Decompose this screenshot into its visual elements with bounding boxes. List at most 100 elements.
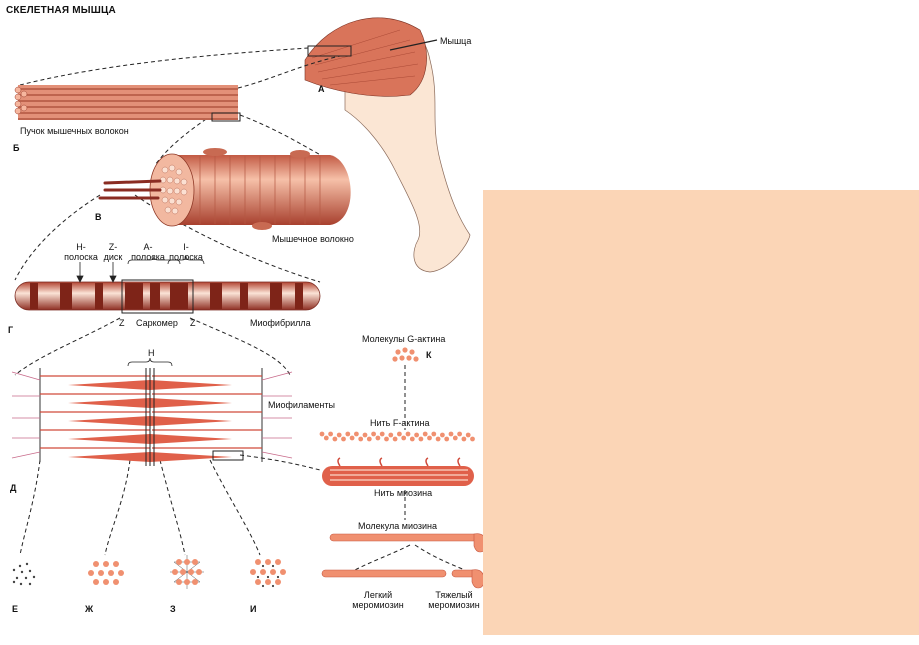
myofibril [14, 255, 321, 314]
figure-title: СКЕЛЕТНАЯ МЫШЦА [6, 5, 116, 16]
f-actin-bead [384, 436, 389, 442]
myosin-filament-label: Нить миозина [374, 488, 433, 498]
light-meromyosin-piece [321, 569, 447, 578]
f-actin-bead [397, 431, 402, 437]
f-actin-bead [392, 436, 398, 442]
f-actin-bead [457, 431, 462, 437]
heavy-meromyosin-piece [451, 569, 485, 589]
f-actin-bead [371, 431, 376, 437]
cross-section-z [170, 555, 204, 589]
muscle-fiber-bundle [14, 85, 241, 122]
muscle-label: Мышца [440, 36, 472, 46]
myosin-highlight-box [212, 450, 244, 461]
fiber-label: Мышечное волокно [272, 234, 354, 244]
a-band-label: А- полоска [128, 242, 168, 262]
myofilaments-label: Миофиламенты [268, 400, 335, 410]
label-letter-zh: Ж [85, 604, 94, 614]
h-band-label-line2: полоска [64, 252, 98, 262]
peach-panel [483, 190, 919, 635]
f-actin-bead [431, 431, 437, 437]
label-letter-d: Д [10, 483, 17, 493]
myosin-molecule [329, 533, 487, 553]
f-actin-bead [328, 431, 333, 437]
f-actin-bead [435, 436, 441, 442]
f-actin-bead [418, 436, 424, 442]
f-actin-bead [323, 435, 329, 441]
a-band-label-line2: полоска [131, 252, 165, 262]
label-letter-a: А [318, 84, 325, 94]
i-band-label: I- полоска [166, 242, 206, 262]
label-letter-e: Е [12, 604, 19, 614]
light-meromyosin-label: Легкий меромиозин [348, 590, 408, 610]
f-actin-label: Нить F-актина [370, 418, 430, 428]
z-disc-label-line1: Z- [108, 242, 118, 252]
label-letter-v: В [95, 212, 102, 222]
bundle-label: Пучок мышечных волокон [20, 126, 129, 136]
f-actin-bead [414, 432, 419, 438]
z-disc-label-line2: диск [103, 252, 123, 262]
heavy-meromyosin-line2: меромиозин [428, 600, 480, 610]
cross-section-i [250, 559, 286, 588]
f-actin-bead [332, 436, 338, 442]
sarcomere-detail [11, 357, 293, 466]
f-actin-bead [444, 436, 450, 442]
f-actin-bead [452, 435, 458, 441]
i-band-label-line1: I- [183, 242, 189, 252]
label-letter-z: З [170, 604, 176, 614]
i-band-label-line2: полоска [169, 252, 203, 262]
f-actin-bead [461, 436, 467, 442]
heavy-meromyosin-label: Тяжелый меромиозин [425, 590, 483, 610]
myosin-molecule-label: Молекула миозина [358, 521, 438, 531]
a-band-label-line1: А- [143, 242, 153, 252]
cross-section-zh [88, 561, 124, 585]
f-actin-bead [354, 431, 359, 437]
light-meromyosin-line2: меромиозин [352, 600, 404, 610]
f-actin-bead [375, 435, 381, 441]
f-actin-bead [388, 432, 394, 438]
heavy-meromyosin-line1: Тяжелый [435, 590, 473, 600]
label-letter-g: Г [8, 325, 14, 335]
arm-illustration [304, 17, 471, 273]
myosin-filament [322, 457, 474, 486]
f-actin-bead [427, 435, 432, 441]
f-actin-bead [319, 431, 325, 437]
cross-section-e [12, 562, 36, 586]
muscle-striations [311, 29, 419, 86]
muscle-pointer-arrow [389, 39, 438, 51]
h-band-label: Н- полоска [64, 242, 98, 262]
f-actin-bead [470, 436, 475, 442]
f-actin-bead [349, 435, 355, 441]
f-actin-bead [465, 432, 471, 438]
f-actin-bead [362, 432, 368, 438]
g-actin-molecules [392, 347, 419, 362]
label-letter-i: И [250, 604, 257, 614]
f-actin-bead [409, 436, 415, 442]
h-band-label-line1: Н- [76, 242, 86, 252]
f-actin-bead [440, 432, 445, 438]
muscle-fiber [98, 148, 351, 230]
h-zone-label: Н [148, 348, 155, 358]
f-actin-bead [358, 436, 364, 442]
myofibril-label: Миофибрилла [250, 318, 311, 328]
f-actin-bead [422, 431, 428, 437]
f-actin-filament [319, 431, 475, 442]
label-letter-b: Б [13, 143, 20, 153]
light-meromyosin-line1: Легкий [363, 590, 393, 600]
sarcomere-label: Саркомер [136, 318, 178, 328]
f-actin-bead [401, 435, 407, 441]
muscle-highlight-box [307, 45, 352, 57]
sarcomere-box [121, 279, 194, 314]
z-right-label: Z [190, 318, 196, 328]
f-actin-bead [379, 431, 385, 437]
z-disc-label: Z- диск [98, 242, 128, 262]
f-actin-bead [345, 431, 351, 437]
g-actin-label: Молекулы G-актина [362, 334, 446, 344]
f-actin-bead [366, 436, 372, 442]
label-letter-k: К [426, 350, 432, 360]
f-actin-bead [341, 436, 346, 442]
f-actin-bead [336, 432, 342, 438]
bundle-highlight-box [211, 112, 241, 122]
f-actin-bead [448, 431, 454, 437]
f-actin-bead [405, 431, 411, 437]
